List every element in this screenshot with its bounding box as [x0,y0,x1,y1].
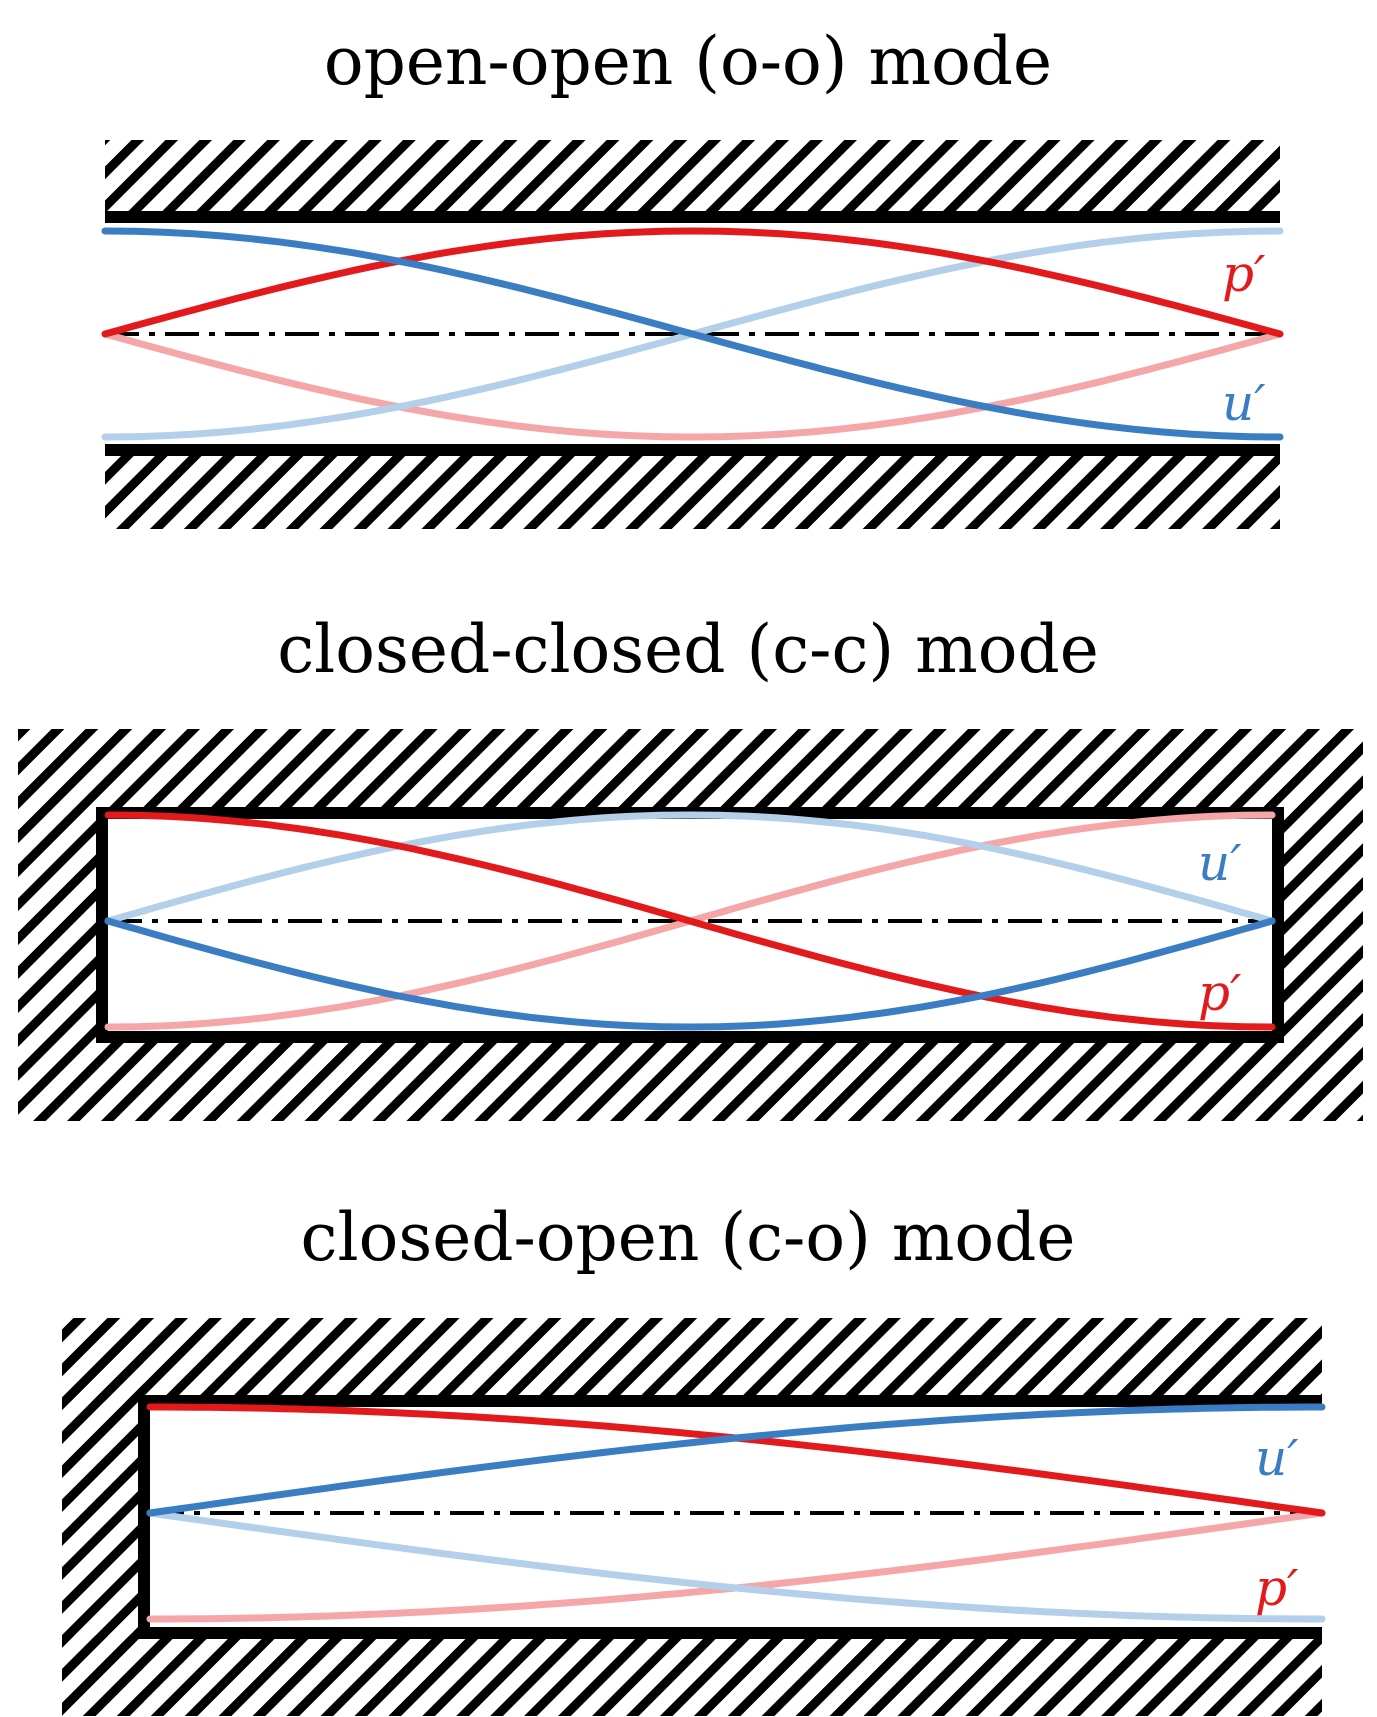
hatch-bottom-closed-open [62,1636,1322,1716]
panel-closed-open: closed-open (c-o) mode u′ p′ [62,1199,1326,1716]
duct-walls-closed-open [138,1395,1322,1639]
velocity-label-open-open: u′ [1222,374,1266,432]
panel-title-closed-open: closed-open (c-o) mode [301,1199,1076,1276]
pressure-label-closed-open: p′ [1255,1559,1299,1617]
pressure-label-closed-closed: p′ [1198,964,1242,1022]
velocity-mode-shape-closed-closed [104,917,1276,1031]
pressure-mode-shape-open-open [101,227,1284,338]
panel-open-open: open-open (o-o) mode p′ u′ [101,23,1284,529]
velocity-mode-shape-faded-closed-closed [104,811,1276,925]
hatch-top-open-open [105,140,1280,216]
duct-interior-closed-closed [102,813,1278,1037]
pressure-mode-shape-faded-open-open [101,330,1284,441]
duct-interior-closed-open [146,1405,1322,1631]
hatch-top-closed-open [62,1318,1322,1402]
panel-closed-closed: closed-closed (c-c) mode u′ p′ [18,611,1363,1121]
pressure-label-open-open: p′ [1222,245,1266,303]
panel-title-open-open: open-open (o-o) mode [324,23,1052,100]
velocity-label-closed-open: u′ [1255,1429,1299,1487]
panel-title-closed-closed: closed-closed (c-c) mode [277,611,1099,688]
velocity-label-closed-closed: u′ [1198,834,1242,892]
velocity-mode-shape-faded-closed-open [146,1509,1326,1623]
velocity-mode-shape-closed-open [146,1403,1326,1517]
pressure-mode-shape-closed-closed [104,811,1276,1031]
velocity-mode-shape-open-open [101,227,1284,441]
hatch-bottom-open-open [105,453,1280,529]
